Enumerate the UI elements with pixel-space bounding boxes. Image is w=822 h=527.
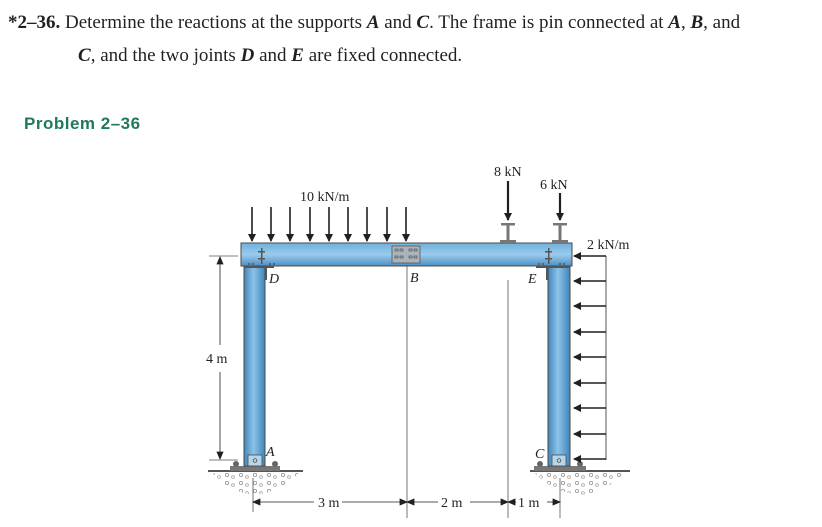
load-label-10kNm: 10 kN/m xyxy=(300,190,350,205)
dim-label-2m: 2 m xyxy=(441,496,463,511)
joint-E-connection xyxy=(536,248,570,280)
text: are fixed connected. xyxy=(303,45,463,66)
text: and xyxy=(379,12,417,33)
dim-label-3m: 3 m xyxy=(318,496,340,511)
var-A: A xyxy=(366,12,380,33)
problem-statement: *2–36. Determine the reactions at the su… xyxy=(8,6,818,72)
point-label-D: D xyxy=(268,272,279,287)
var-D: D xyxy=(240,45,255,66)
problem-number: *2–36. xyxy=(8,12,61,33)
distributed-load-side xyxy=(573,252,607,463)
var-A: A xyxy=(668,12,681,33)
text: Determine the reactions at the supports xyxy=(65,12,367,33)
text: . The frame is pin connected at xyxy=(429,12,669,33)
point-load-6kN xyxy=(552,193,568,243)
var-C: C xyxy=(416,12,430,33)
dim-label-4m: 4 m xyxy=(206,352,228,367)
var-E: E xyxy=(291,45,304,66)
pin-A-plate xyxy=(247,454,263,467)
text: , and xyxy=(703,12,741,33)
distributed-load-top xyxy=(248,207,410,242)
var-C: C xyxy=(78,45,91,66)
text: , and the two joints xyxy=(90,45,241,66)
load-label-2kNm: 2 kN/m xyxy=(587,238,630,253)
point-label-E: E xyxy=(527,272,537,287)
text: and xyxy=(254,45,292,66)
point-label-C: C xyxy=(535,447,545,462)
ground-support-left xyxy=(208,461,303,495)
point-label-A: A xyxy=(265,445,275,460)
splice-plate-B xyxy=(391,245,421,264)
reference-lines xyxy=(209,255,561,518)
point-label-B: B xyxy=(410,271,419,286)
var-B: B xyxy=(690,12,704,33)
dim-label-1m: 1 m xyxy=(518,496,540,511)
load-label-8kN: 8 kN xyxy=(494,165,522,180)
dimension-height xyxy=(216,255,224,461)
dimension-spans xyxy=(251,498,562,506)
figure-caption: Problem 2–36 xyxy=(24,114,141,133)
load-label-6kN: 6 kN xyxy=(540,178,568,193)
point-load-8kN xyxy=(500,181,516,243)
pin-C-plate xyxy=(551,454,567,467)
right-column xyxy=(547,265,571,467)
text: , xyxy=(680,12,691,33)
left-column xyxy=(243,265,266,467)
joint-D-connection xyxy=(244,248,275,280)
ground-support-right xyxy=(530,461,630,495)
